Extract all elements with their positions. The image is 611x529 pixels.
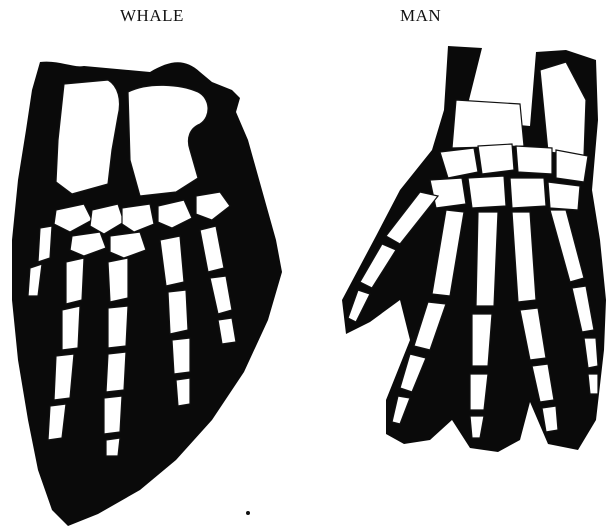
whale-flipper	[12, 62, 282, 526]
whale-digit-3-bone-4	[104, 396, 122, 434]
human-little-phalanx-3	[588, 374, 598, 394]
ink-dot	[246, 511, 250, 515]
human-carpal-6	[468, 176, 506, 208]
whale-digit-4-bone-4	[176, 378, 190, 406]
whale-digit-4-bone-2	[168, 290, 188, 334]
human-middle-phalanx-1	[472, 314, 492, 366]
human-radius	[452, 100, 524, 148]
whale-digit-3-bone-5	[106, 438, 120, 456]
whale-digit-3-bone-2	[108, 306, 128, 348]
human-middle-metacarpal	[476, 212, 498, 306]
whale-digit-4-bone-3	[172, 338, 190, 374]
human-carpal-7	[510, 178, 546, 208]
human-hand	[342, 46, 606, 452]
whale-digit-2-bone-1	[66, 258, 84, 304]
whale-digit-2-bone-2	[62, 306, 80, 350]
human-carpal-4	[556, 150, 588, 182]
human-carpal-5	[430, 178, 466, 208]
whale-digit-2-bone-3	[54, 354, 74, 400]
whale-digit-3-bone-3	[106, 352, 126, 392]
whale-digit-3-bone-1	[108, 258, 128, 302]
human-carpal-8	[548, 182, 580, 210]
human-carpal-3	[516, 146, 552, 174]
whale-digit-1-bone-1	[38, 226, 52, 262]
human-carpal-2	[478, 144, 514, 174]
